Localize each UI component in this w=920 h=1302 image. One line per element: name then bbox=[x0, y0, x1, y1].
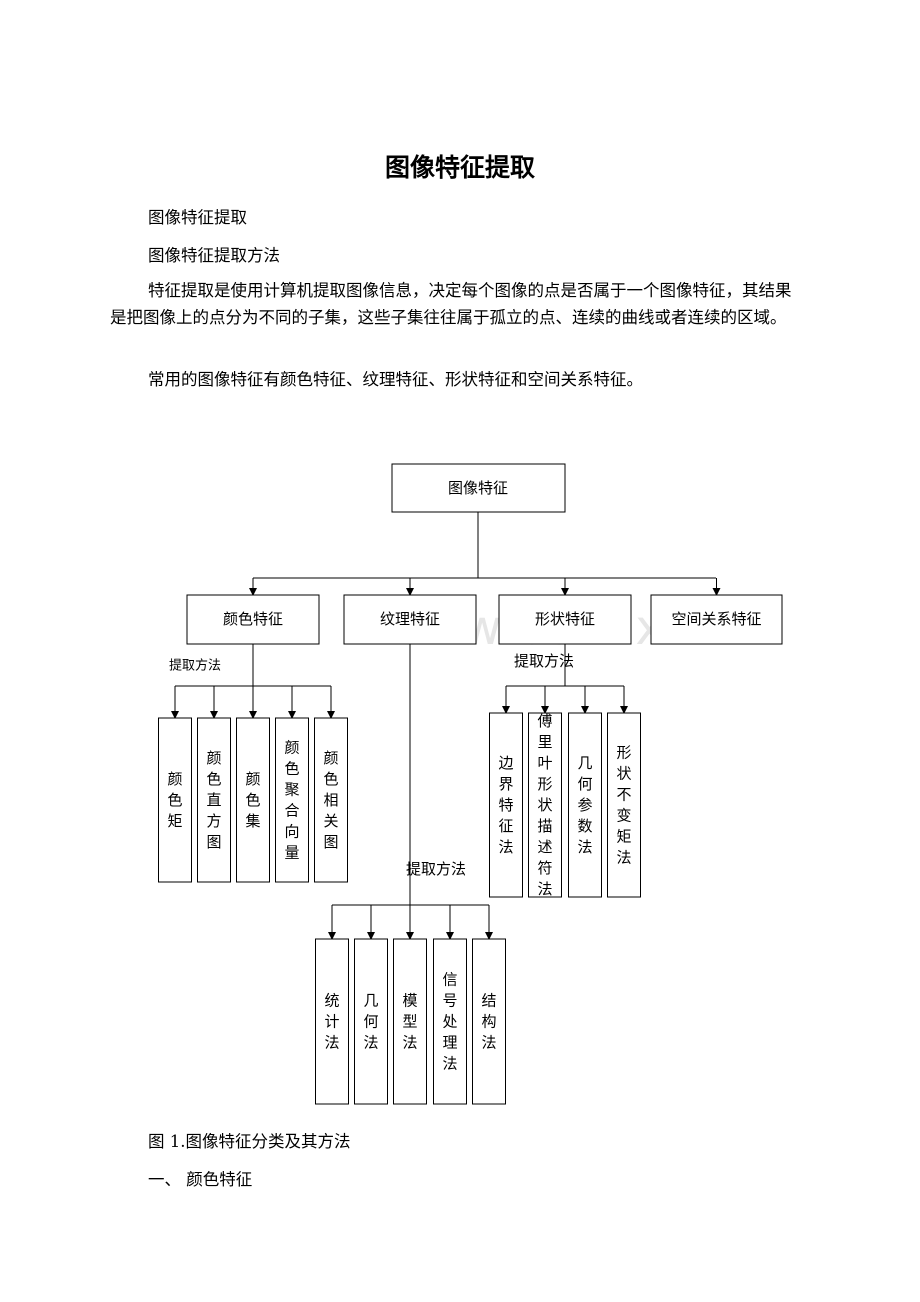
shape-method-text: 边界特征法 bbox=[498, 754, 513, 856]
color-method-text: 颜色聚合向量 bbox=[284, 739, 299, 862]
texture-method-box bbox=[315, 938, 349, 1105]
root-node bbox=[391, 463, 566, 513]
category-node-shape bbox=[498, 594, 632, 645]
color-method-text: 颜色矩 bbox=[167, 770, 182, 830]
category-label-shape: 形状特征 bbox=[535, 610, 595, 628]
texture-method-label: 提取方法 bbox=[406, 860, 466, 878]
shape-method-label: 提取方法 bbox=[514, 652, 574, 670]
texture-method-text: 统计法 bbox=[324, 992, 339, 1052]
page-title: 图像特征提取 bbox=[384, 153, 535, 182]
intro-paragraph: 特征提取是使用计算机提取图像信息，决定每个图像的点是否属于一个图像特征，其结果是… bbox=[110, 281, 792, 327]
methods-line: 图像特征提取方法 bbox=[148, 246, 280, 265]
color-method-box bbox=[236, 717, 270, 883]
texture-method-box bbox=[393, 938, 427, 1105]
texture-method-box bbox=[433, 938, 467, 1105]
color-method-box bbox=[197, 717, 231, 883]
shape-method-box bbox=[568, 712, 602, 898]
texture-method-text: 信号处理法 bbox=[442, 971, 457, 1073]
shape-method-text: 几何参数法 bbox=[577, 754, 592, 856]
texture-method-box bbox=[354, 938, 388, 1105]
figure-caption: 图 1.图像特征分类及其方法 bbox=[148, 1132, 351, 1151]
color-method-text: 颜色直方图 bbox=[206, 749, 221, 851]
category-label-spatial: 空间关系特征 bbox=[671, 610, 761, 628]
shape-method-box bbox=[607, 712, 641, 898]
category-node-texture bbox=[343, 594, 477, 645]
category-label-texture: 纹理特征 bbox=[380, 610, 440, 628]
shape-method-box bbox=[528, 712, 562, 898]
shape-method-box bbox=[489, 712, 523, 898]
color-method-label: 提取方法 bbox=[169, 658, 221, 674]
color-method-box bbox=[314, 717, 348, 883]
color-method-text: 颜色相关图 bbox=[323, 749, 338, 851]
features-paragraph: 常用的图像特征有颜色特征、纹理特征、形状特征和空间关系特征。 bbox=[148, 370, 643, 389]
category-node-color bbox=[186, 594, 320, 645]
root-node-label: 图像特征 bbox=[448, 479, 508, 497]
color-method-box bbox=[158, 717, 192, 883]
texture-method-box bbox=[472, 938, 506, 1105]
section-heading: 一、 颜色特征 bbox=[148, 1170, 253, 1189]
color-method-text: 颜色集 bbox=[245, 770, 260, 830]
color-method-box bbox=[275, 717, 309, 883]
subtitle-line: 图像特征提取 bbox=[148, 208, 247, 227]
texture-method-text: 几何法 bbox=[363, 992, 378, 1052]
texture-method-text: 模型法 bbox=[402, 992, 417, 1052]
category-label-color: 颜色特征 bbox=[223, 610, 283, 628]
category-node-spatial bbox=[650, 594, 783, 645]
shape-method-text: 形状不变矩法 bbox=[616, 744, 631, 867]
texture-method-text: 结构法 bbox=[481, 992, 496, 1052]
shape-method-text: 傅里叶形状描述符法 bbox=[537, 712, 552, 898]
